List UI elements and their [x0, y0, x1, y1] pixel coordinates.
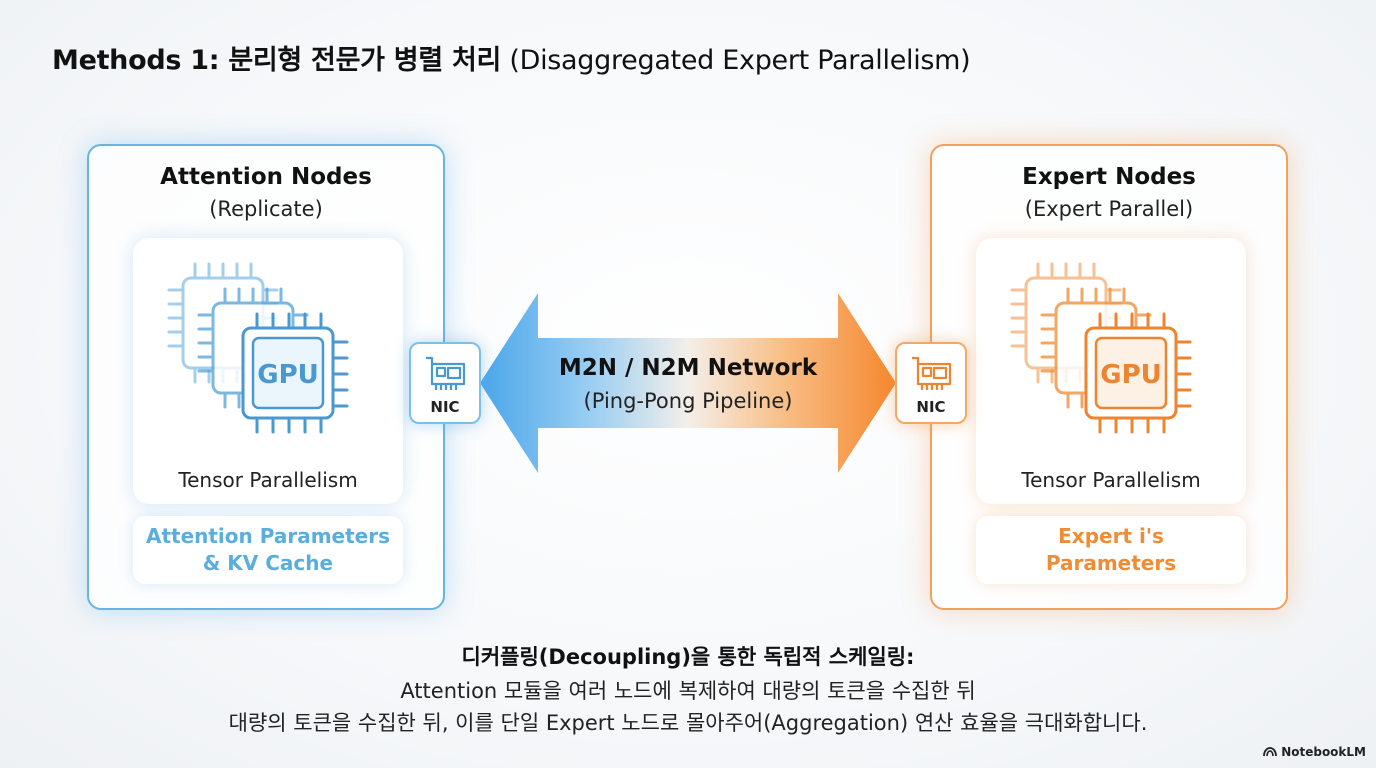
expert-panel-subtitle: (Expert Parallel) — [1024, 197, 1194, 221]
gpu-stack-icon: GPU — [167, 262, 349, 434]
attention-param-line1: Attention Parameters — [145, 524, 391, 548]
attention-panel-subtitle: (Replicate) — [209, 197, 323, 221]
attention-panel-title: Attention Nodes — [160, 164, 372, 190]
brand-label: NotebookLM — [1281, 745, 1366, 759]
expert-gpu-label: GPU — [1100, 360, 1162, 390]
title-main: Methods 1: 분리형 전문가 병렬 처리 — [52, 45, 502, 76]
brand-watermark: NotebookLM — [1263, 745, 1366, 759]
attention-nic: NIC — [409, 342, 481, 424]
expert-param-line1: Expert i's — [1058, 524, 1164, 548]
expert-params-box: Expert i's Parameters — [976, 516, 1246, 584]
summary-heading: 디커플링(Decoupling)을 통한 독립적 스케일링: — [461, 645, 915, 669]
expert-nic: NIC — [895, 342, 967, 424]
attention-gpu-box: GPU Tensor Parallelism — [133, 238, 403, 504]
attention-params-box: Attention Parameters & KV Cache — [133, 516, 403, 584]
gpu-stack-icon: GPU — [1010, 262, 1192, 434]
page-title: Methods 1: 분리형 전문가 병렬 처리 (Disaggregated … — [52, 38, 971, 77]
expert-panel-title: Expert Nodes — [1022, 164, 1196, 190]
expert-nic-label: NIC — [916, 398, 946, 416]
attention-nic-label: NIC — [430, 398, 460, 416]
network-card-icon — [426, 356, 466, 390]
network-card-icon — [912, 356, 952, 390]
expert-param-line2: Parameters — [1045, 551, 1177, 575]
title-english: (Disaggregated Expert Parallelism) — [509, 45, 971, 76]
expert-tp-label: Tensor Parallelism — [1021, 468, 1201, 492]
notebooklm-logo-icon — [1263, 747, 1278, 757]
attention-param-line2: & KV Cache — [202, 551, 334, 575]
summary-line-1: Attention 모듈을 여러 노드에 복제하여 대량의 토큰을 수집한 뒤 — [400, 679, 976, 703]
expert-nodes-panel: Expert Nodes (Expert Parallel) — [930, 144, 1288, 610]
summary-line-2: 대량의 토큰을 수집한 뒤, 이를 단일 Expert 노드로 몰아주어(Agg… — [228, 711, 1148, 735]
attention-tp-label: Tensor Parallelism — [178, 468, 358, 492]
bidirectional-arrow-icon — [480, 293, 896, 473]
attention-gpu-label: GPU — [257, 360, 319, 390]
expert-gpu-box: GPU Tensor Parallelism — [976, 238, 1246, 504]
network-title: M2N / N2M Network — [558, 355, 818, 381]
attention-nodes-panel: Attention Nodes (Replicate) — [87, 144, 445, 610]
network-subtitle: (Ping-Pong Pipeline) — [583, 389, 793, 413]
